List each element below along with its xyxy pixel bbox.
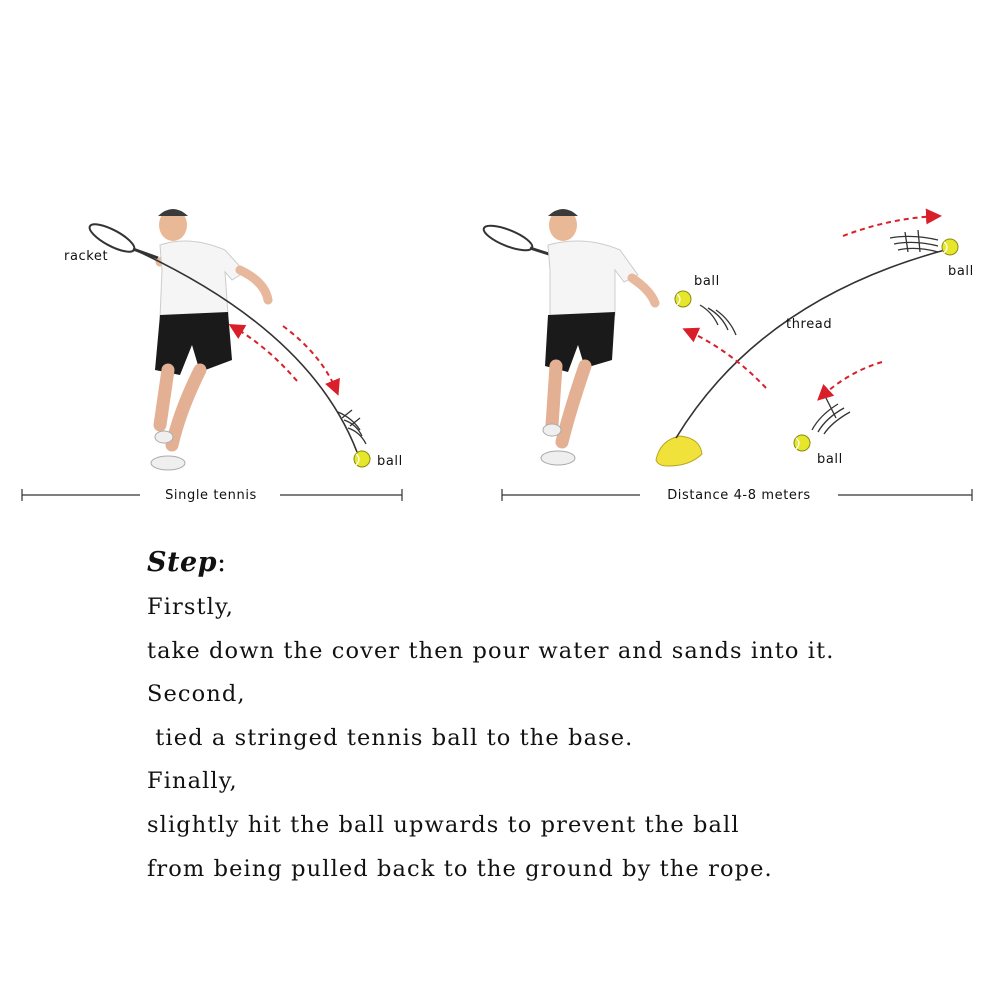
step-line-4: tied a stringed tennis ball to the base. [147,724,634,751]
steps-colon: : [217,547,227,578]
speed-lines-right-top [889,229,939,253]
racket-label: racket [64,249,108,264]
dimension-label-left: Single tennis [165,488,257,503]
tennis-ball-icon [941,238,959,256]
player-figure-left [88,209,273,471]
tennis-trainer-diagram: racket ball Single tennis [21,208,974,503]
dimension-label-right: Distance 4-8 meters [667,488,811,503]
speed-lines-left [337,409,367,445]
thread-line-right [675,249,946,439]
step-line-7: from being pulled back to the ground by … [147,855,773,882]
dimension-line-left [21,489,403,501]
racket-icon [482,224,553,257]
motion-arrow-toward-player [682,327,767,389]
right-panel: ball ball thread ball Distance 4-8 meter… [482,208,974,503]
ball-label-upper-left: ball [694,274,720,289]
step-line-5: Finally, [147,768,238,795]
motion-arrow-down [282,325,340,396]
step-line-1: Firstly, [147,594,235,620]
ball-label-lower: ball [817,452,843,467]
speed-lines-right-upper [699,304,737,336]
motion-arrow-up [228,323,298,382]
ball-label-upper-right: ball [948,264,974,279]
step-line-6: slightly hit the ball upwards to prevent… [147,811,740,838]
tennis-ball-icon [353,450,371,468]
player-figure-right [482,209,660,466]
step-line-2: take down the cover then pour water and … [147,637,835,664]
tennis-ball-icon [674,290,692,308]
motion-arrow-return [817,361,883,401]
speed-lines-right-lower [811,397,851,435]
ball-label-left: ball [377,454,403,469]
thread-line-left [132,248,358,453]
step-line-3: Second, [147,681,246,708]
left-panel: racket ball Single tennis [21,209,403,503]
steps-heading: Step: [147,540,967,586]
weighted-base-icon [655,435,703,467]
tennis-ball-icon [793,434,811,452]
dimension-line-right [501,489,973,501]
steps-title: Step [147,547,218,578]
instructions-block: Step: Firstly, take down the cover then … [147,540,967,891]
motion-arrow-away [842,208,942,237]
thread-label: thread [786,317,832,332]
